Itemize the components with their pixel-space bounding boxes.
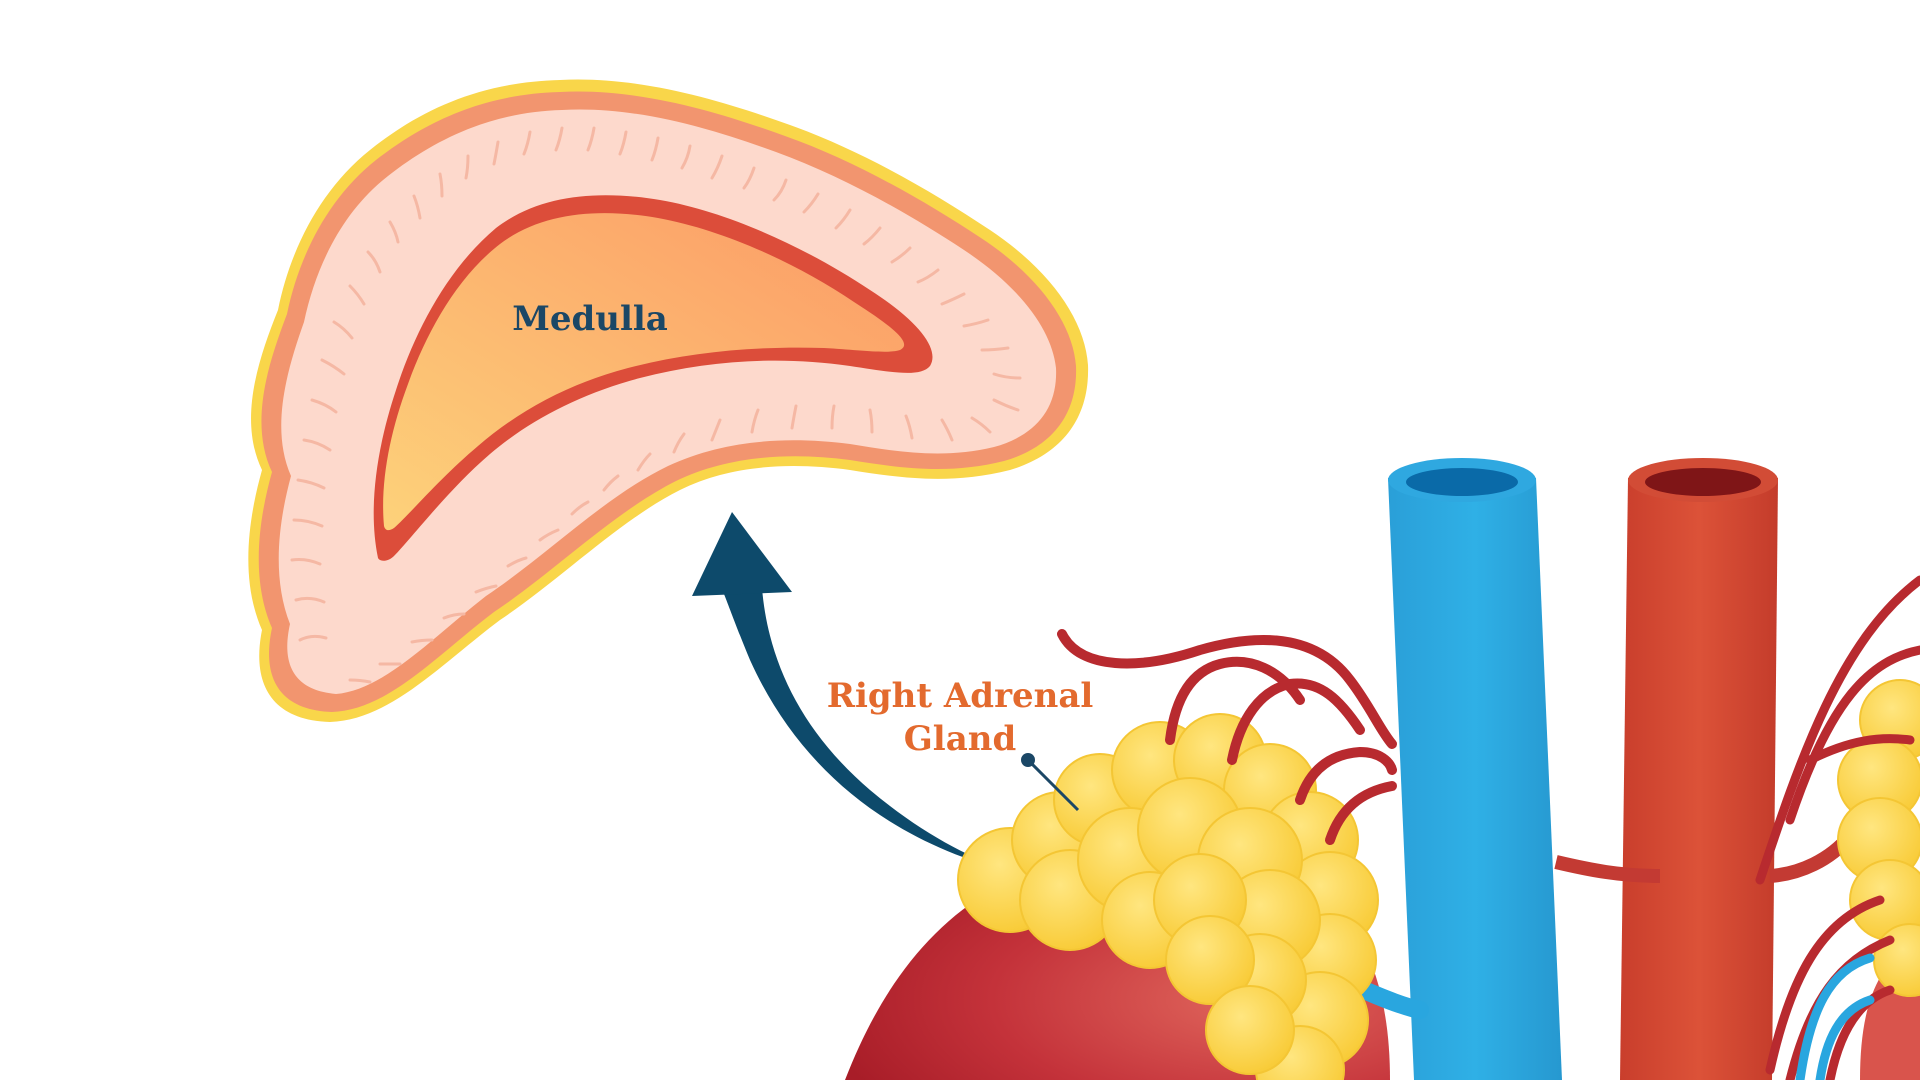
right-adrenal-gland <box>957 713 1379 1080</box>
medulla-label: Medulla <box>512 299 668 339</box>
curved-up-arrow-icon <box>692 512 1015 873</box>
aorta <box>1620 458 1778 1080</box>
adrenal-cross-section: Medulla <box>248 79 1089 723</box>
adrenal-medulla <box>383 213 905 531</box>
arrow-shaft <box>715 578 1015 873</box>
arrow-head <box>692 512 792 596</box>
gland-label-line2: Gland <box>904 719 1016 759</box>
cortex-striations <box>290 126 1022 684</box>
gland-label-line1: Right Adrenal <box>827 676 1094 716</box>
inferior-vena-cava <box>1388 458 1562 1080</box>
left-kidney-partial <box>1755 575 1920 1080</box>
adrenal-arteries <box>1057 629 1397 845</box>
renal-connector <box>1554 855 1661 883</box>
label-pin-icon <box>1021 753 1080 812</box>
